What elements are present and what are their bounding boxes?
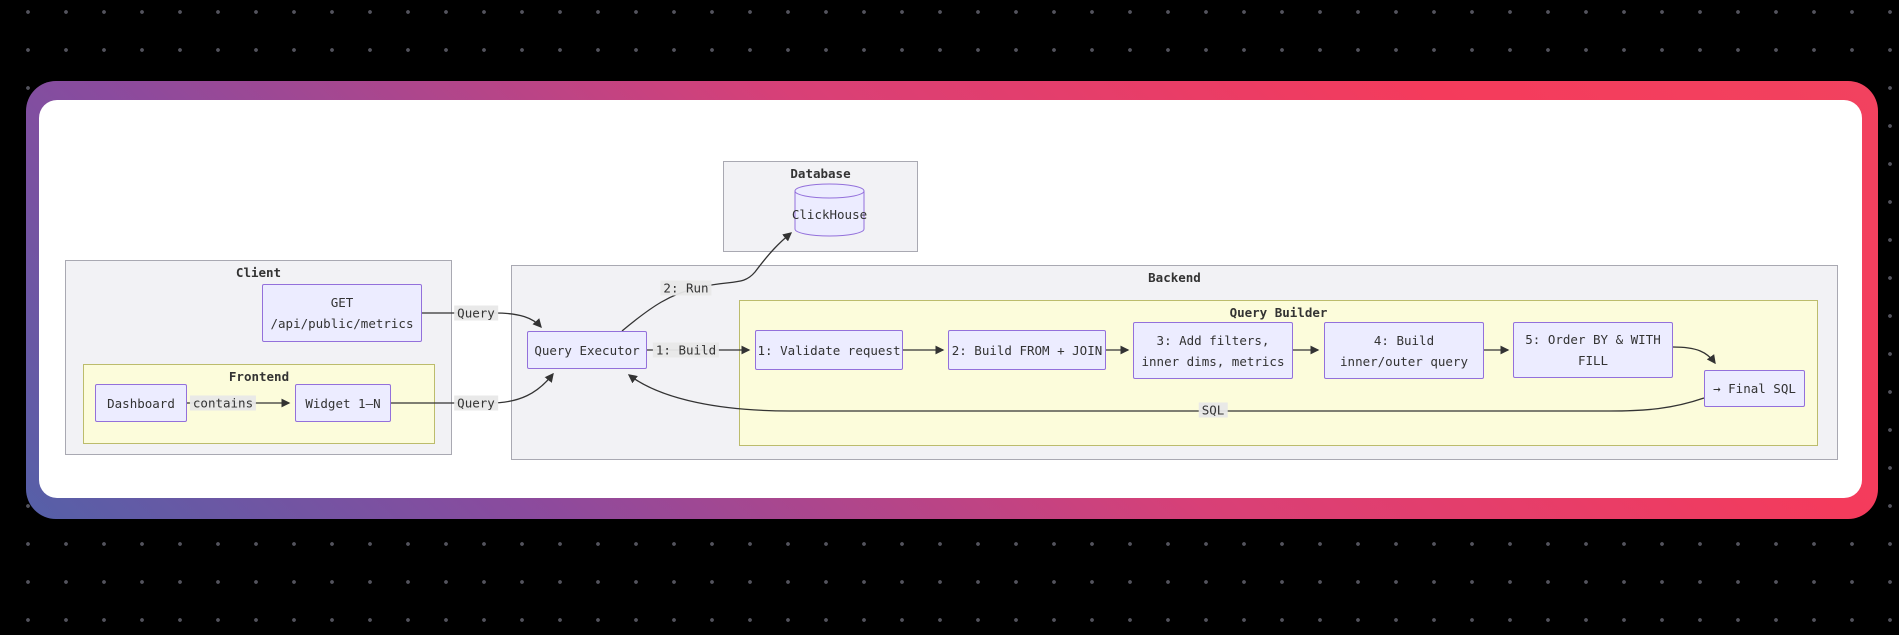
node-build-inner-outer-line1: 4: Build (1373, 332, 1435, 348)
cluster-frontend-title: Frontend (228, 369, 290, 384)
node-clickhouse-label: ClickHouse (791, 206, 868, 222)
node-widget-label: Widget 1–N (305, 395, 381, 411)
node-build-inner-outer: 4: Build inner/outer query (1324, 322, 1484, 379)
edge-label-run: 2: Run (660, 280, 712, 296)
node-add-filters-line1: 3: Add filters, (1156, 332, 1270, 348)
edge-orderfill-to-finalsql (1672, 346, 1716, 365)
node-dashboard-label: Dashboard (107, 395, 175, 411)
node-widget: Widget 1–N (295, 384, 391, 422)
node-validate-request: 1: Validate request (755, 330, 903, 370)
clickhouse-cylinder-shape (794, 183, 865, 237)
node-validate-request-label: 1: Validate request (757, 342, 901, 358)
node-query-executor: Query Executor (527, 331, 647, 369)
node-final-sql: → Final SQL (1704, 370, 1805, 407)
node-order-by-fill-line1: 5: Order BY & WITH (1525, 332, 1661, 347)
cluster-backend-title: Backend (1148, 270, 1201, 285)
node-clickhouse: ClickHouse (791, 202, 868, 226)
edge-label-sql: SQL (1198, 402, 1228, 418)
node-build-from-join-label: 2: Build FROM + JOIN (951, 342, 1103, 358)
node-add-filters: 3: Add filters, inner dims, metrics (1133, 322, 1293, 379)
node-order-by-fill: 5: Order BY & WITH FILL (1513, 322, 1673, 378)
edge-label-contains: contains (189, 395, 257, 411)
cluster-query-builder-title: Query Builder (1229, 305, 1328, 320)
cluster-database-title: Database (790, 166, 851, 181)
node-add-filters-line2: inner dims, metrics (1141, 353, 1285, 369)
node-get-line2: /api/public/metrics (270, 316, 414, 331)
node-get: GET /api/public/metrics (262, 284, 422, 342)
node-final-sql-label: → Final SQL (1713, 381, 1796, 396)
node-dashboard: Dashboard (95, 384, 187, 422)
edge-finalsql-to-executor (627, 374, 1705, 412)
node-query-executor-label: Query Executor (534, 342, 640, 358)
node-build-inner-outer-line2: inner/outer query (1340, 353, 1468, 369)
node-build-from-join: 2: Build FROM + JOIN (948, 330, 1106, 370)
edge-label-build: 1: Build (652, 342, 720, 358)
node-order-by-fill-line2: FILL (1577, 353, 1609, 368)
edge-executor-to-clickhouse (621, 232, 793, 332)
cluster-client-title: Client (235, 265, 282, 280)
node-get-line1: GET (330, 295, 354, 310)
edge-label-query-get: Query (454, 305, 498, 321)
edge-label-query-widget: Query (454, 395, 498, 411)
